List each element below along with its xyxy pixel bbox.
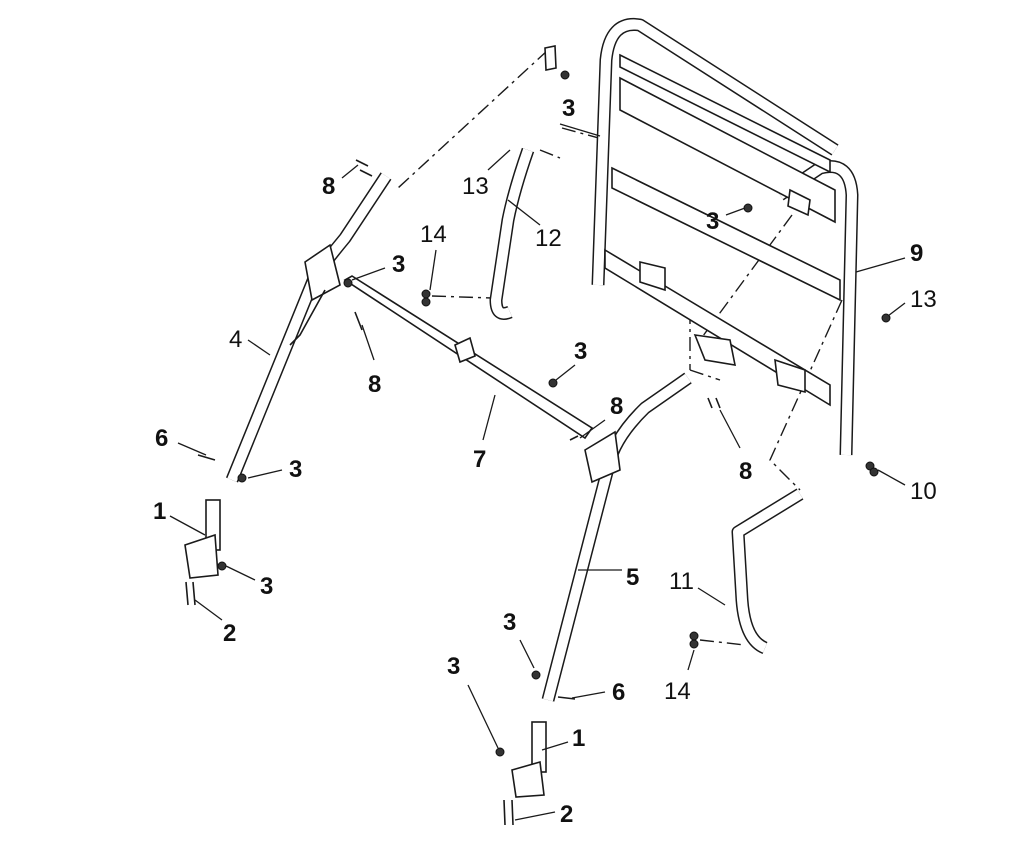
callout-14: 14 (420, 221, 447, 248)
callout-8: 8 (322, 173, 335, 200)
cross-bar (343, 275, 594, 440)
left-foot (184, 499, 221, 579)
callout-3: 3 (289, 456, 302, 483)
callout-6: 6 (155, 425, 168, 452)
callout-8: 8 (610, 393, 623, 420)
brace-11 (731, 488, 804, 655)
right-foot (511, 721, 547, 798)
callout-3: 3 (574, 338, 587, 365)
callout-3: 3 (503, 609, 516, 636)
hardware (185, 70, 891, 826)
leader-lines (169, 123, 906, 821)
callout-12: 12 (535, 225, 562, 252)
callout-7: 7 (473, 446, 486, 473)
callout-9: 9 (910, 240, 923, 267)
rear-roll-hoop (544, 17, 859, 456)
callout-3: 3 (260, 573, 273, 600)
right-front-post (541, 372, 692, 702)
callout-14: 14 (664, 678, 691, 705)
callout-2: 2 (223, 620, 236, 647)
left-front-post (225, 172, 392, 483)
callout-4: 4 (229, 326, 242, 353)
callout-1: 1 (153, 498, 166, 525)
callout-13: 13 (910, 286, 937, 313)
callout-3: 3 (562, 95, 575, 122)
callout-3: 3 (447, 653, 460, 680)
callout-11: 11 (669, 568, 694, 595)
brace-12 (489, 147, 535, 320)
callout-10: 10 (910, 478, 937, 505)
callout-1: 1 (572, 725, 585, 752)
callout-13: 13 (462, 173, 489, 200)
callout-3: 3 (392, 251, 405, 278)
callout-8: 8 (368, 371, 381, 398)
callout-2: 2 (560, 801, 573, 828)
callout-8: 8 (739, 458, 752, 485)
callout-5: 5 (626, 564, 639, 591)
callout-labels: 3 8 13 12 14 3 3 9 13 4 8 3 8 7 8 10 6 3… (153, 95, 937, 828)
callout-3: 3 (706, 208, 719, 235)
callout-6: 6 (612, 679, 625, 706)
